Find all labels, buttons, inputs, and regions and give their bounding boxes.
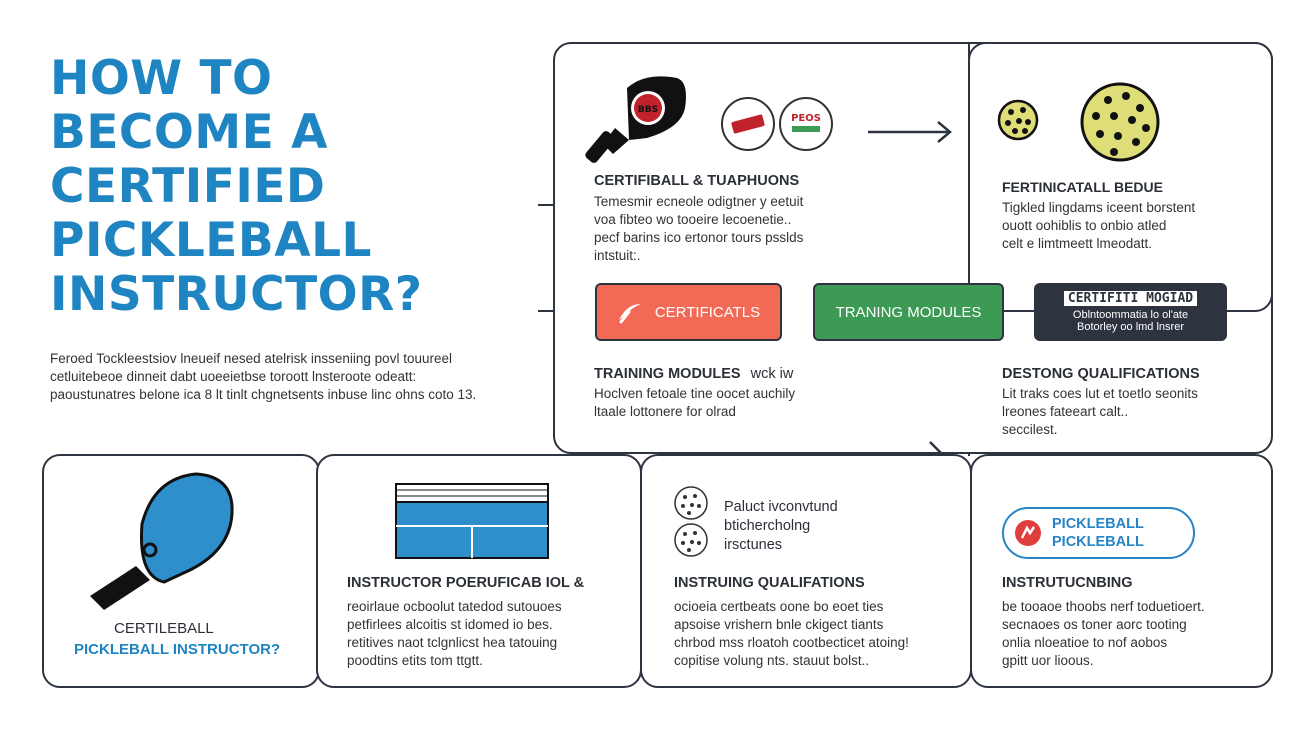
panel-b-text: Tigkled lingdams iceent borstent ouott o… xyxy=(1002,199,1195,253)
panel-c-text: Hoclven fetoale tine oocet auchily ltaal… xyxy=(594,385,795,421)
card-1-title: CERTILEBALL xyxy=(114,620,214,637)
text-line: chrbod mss rloatoh cootbecticet atoing! xyxy=(674,635,909,650)
badge-icon xyxy=(721,97,775,151)
chip-label: CERTIFICATLS xyxy=(654,303,761,321)
text-line: seccilest. xyxy=(1002,422,1058,437)
pickleballs-icon xyxy=(674,486,708,557)
card-3-side-text: Paluct ivconvtund btichercholng irsctune… xyxy=(724,498,838,555)
panel-a-text: Temesmir ecneole odigtner y eetuit voa f… xyxy=(594,193,803,265)
chip-line: Botorley oo lmd lnsrer xyxy=(1077,321,1184,333)
court-icon xyxy=(395,483,549,559)
pickleball-swoosh-icon xyxy=(618,304,641,324)
text-line: pecf barins ico ertonor tours psslds xyxy=(594,230,804,245)
intro-line: Feroed Tockleestsiov lneueif nesed atelr… xyxy=(50,351,452,366)
title-line: HOW TO xyxy=(50,51,273,106)
text-line: be tooaoe thoobs nerf toduetioert. xyxy=(1002,599,1205,614)
card-4-text: be tooaoe thoobs nerf toduetioert. secna… xyxy=(1002,598,1205,670)
text-line: voa fibteo wo tooeire lecoenetie.. xyxy=(594,212,792,227)
paddle-icon: BBS xyxy=(585,76,686,163)
pickleball-pill: PICKLEBALL PICKLEBALL xyxy=(1002,507,1195,559)
badge-text: PEOS xyxy=(791,113,821,124)
text-line: lreones fateeart calt.. xyxy=(1002,404,1129,419)
intro-line: paoustunatres belone ica 8 lt tinlt chgn… xyxy=(50,387,477,402)
panel-d-text: Lit traks coes lut et toetlo seonits lre… xyxy=(1002,385,1198,439)
text-line: apsoise vrishern bnle ckigect tiants xyxy=(674,617,884,632)
text-line: onlia nloeatioe to nof aobos xyxy=(1002,635,1168,650)
card-4-heading: INSTRUTUCNBING xyxy=(1002,575,1133,591)
bottom-card-4 xyxy=(970,454,1273,688)
panel-d-heading: DESTONG QUALIFICATIONS xyxy=(1002,366,1200,382)
badge-icon: PEOS xyxy=(779,97,833,151)
title-line: PICKLEBALL xyxy=(50,213,372,268)
pickleball-icon xyxy=(1080,82,1160,162)
text-line: intstuit:. xyxy=(594,248,641,263)
training-modules-chip: TRANING MODULES xyxy=(813,283,1004,341)
title-line: INSTRUCTOR? xyxy=(50,267,423,322)
heading-extra: wck iw xyxy=(750,366,794,382)
text-line: Paluct ivconvtund xyxy=(724,499,838,515)
text-line: Lit traks coes lut et toetlo seonits xyxy=(1002,386,1198,401)
text-line: ouott oohiblis to onbio atled xyxy=(1002,218,1167,233)
paddle-logo-text: BBS xyxy=(638,105,658,115)
title-line: BECOME A xyxy=(50,105,328,160)
text-line: petfirlees alcoitis st idomed io bes. xyxy=(347,617,553,632)
text-line: retitives naot tclgnlicst hea tatouing xyxy=(347,635,558,650)
certificates-chip: CERTIFICATLS xyxy=(595,283,782,341)
paddle-icon xyxy=(90,472,234,610)
card-3-text: ocioeia certbeats oone bo eoet ties apso… xyxy=(674,598,909,670)
text-line: copitise volung nts. stauut bolst.. xyxy=(674,653,870,668)
chip-label: TRANING MODULES xyxy=(835,303,982,321)
card-3-heading: INSTRUING QUALIFATIONS xyxy=(674,575,865,591)
heading-text: TRAINING MODULES xyxy=(594,366,741,382)
text-line: poodtins etits tom ttgtt. xyxy=(347,653,483,668)
pickleball-icon xyxy=(997,99,1039,141)
text-line: ltaale lottonere for olrad xyxy=(594,404,736,419)
text-line: secnaoes os toner aorc tooting xyxy=(1002,617,1187,632)
panel-c-heading: TRAINING MODULES wck iw xyxy=(594,366,793,382)
panel-b-heading: FERTINICATALL BEDUE xyxy=(1002,179,1163,195)
page-title: HOW TO BECOME A CERTIFIED PICKLEBALL INS… xyxy=(50,52,510,322)
pill-line: PICKLEBALL xyxy=(1052,516,1144,532)
card-2-heading: INSTRUCTOR POERUFICAB IOL & xyxy=(347,575,585,591)
text-line: Temesmir ecneole odigtner y eetuit xyxy=(594,194,804,209)
pickleball-logo-icon xyxy=(1015,520,1041,546)
text-line: Tigkled lingdams iceent borstent xyxy=(1002,200,1196,215)
text-line: reoirlaue ocboolut tatedod sutouoes xyxy=(347,599,562,614)
text-line: gpitt uor lioous. xyxy=(1002,653,1094,668)
pill-line: PICKLEBALL xyxy=(1052,534,1144,550)
text-line: celt e limtmeett lmeodatt. xyxy=(1002,236,1153,251)
card-1-subtitle: PICKLEBALL INSTRUCTOR? xyxy=(74,641,281,658)
arrow-right-icon xyxy=(868,121,952,143)
certification-dark-chip: CERTIFITI MOGIAD Oblntoommatia lo ol'ate… xyxy=(1034,283,1227,341)
panel-a-heading: CERTIFIBALL & TUAPHUONS xyxy=(594,173,800,189)
text-line: Hoclven fetoale tine oocet auchily xyxy=(594,386,796,401)
chip-line: Oblntoommatia lo ol'ate xyxy=(1072,309,1189,321)
text-line: ocioeia certbeats oone bo eoet ties xyxy=(674,599,884,614)
chip-title: CERTIFITI MOGIAD xyxy=(1063,291,1198,306)
text-line: btichercholng xyxy=(724,518,811,534)
title-line: CERTIFIED xyxy=(50,159,326,214)
intro-paragraph: Feroed Tockleestsiov lneueif nesed atelr… xyxy=(50,350,530,404)
card-2-text: reoirlaue ocboolut tatedod sutouoes petf… xyxy=(347,598,562,670)
intro-line: cetluitebeoe dinneit dabt uoeeietbse tor… xyxy=(50,369,417,384)
text-line: irsctunes xyxy=(724,537,783,553)
